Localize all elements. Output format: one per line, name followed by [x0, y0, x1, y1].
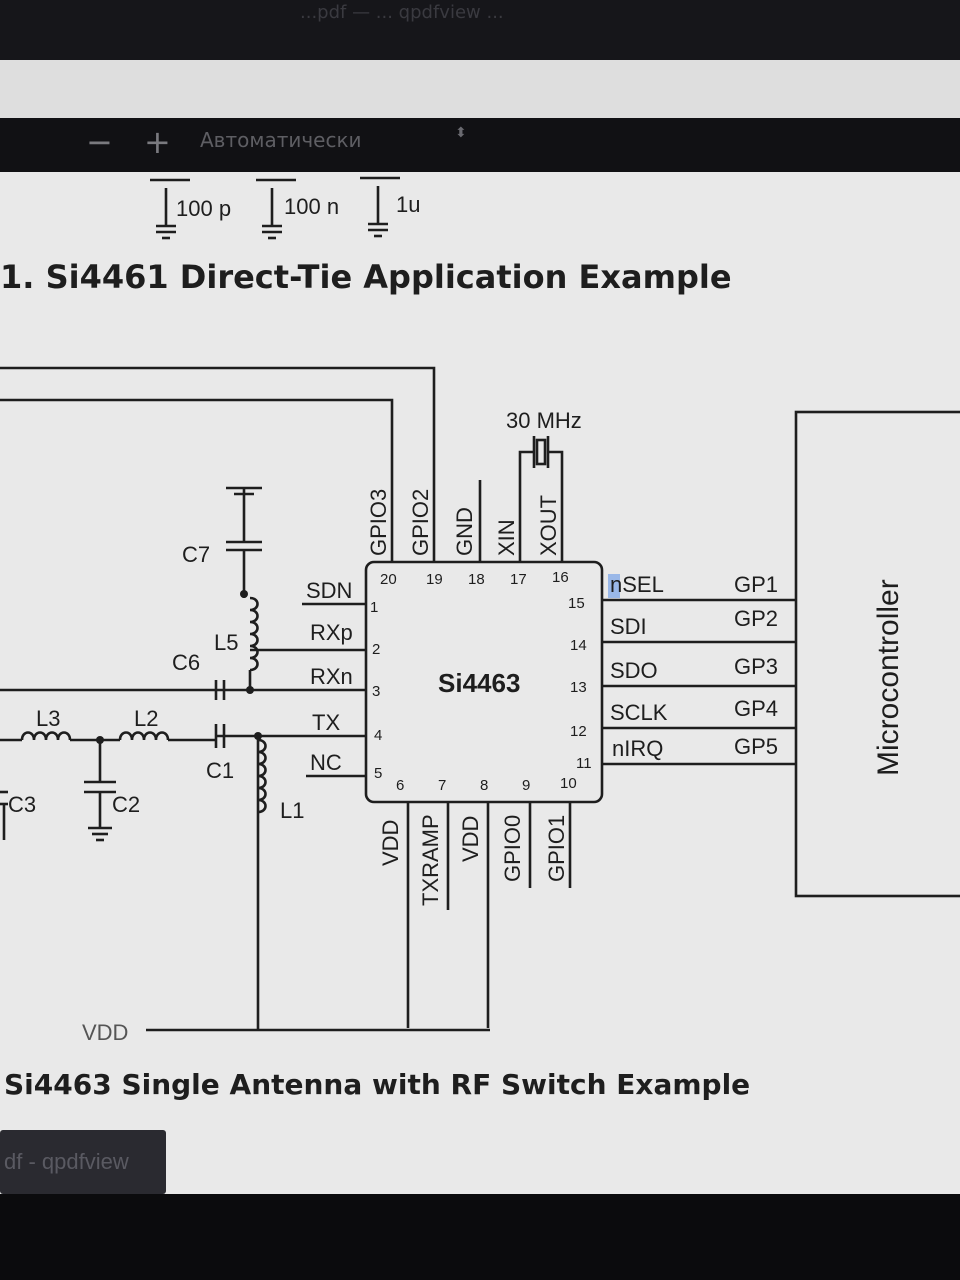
- zoom-mode-select[interactable]: Автоматически: [200, 128, 362, 152]
- pin-num-11: 11: [576, 755, 592, 772]
- label-l1: L1: [280, 798, 304, 823]
- label-c3: C3: [8, 792, 36, 817]
- spin-arrows-icon[interactable]: ⬍: [455, 124, 467, 140]
- pin-num-4: 4: [374, 727, 382, 744]
- pin-name-rxp: RXp: [310, 620, 353, 645]
- schematic-diagram: 100 p 100 n 1u 30 MHz Si4463 SDN RXp RXn…: [0, 176, 960, 1045]
- pin-num-18: 18: [468, 571, 485, 588]
- pin-num-19: 19: [426, 571, 443, 588]
- section-heading-rf-switch: Si4463 Single Antenna with RF Switch Exa…: [4, 1068, 751, 1101]
- mcu-label: Microcontroller: [872, 579, 905, 776]
- vdd-rail-label: VDD: [82, 1020, 128, 1045]
- cap-label-100n: 100 n: [284, 194, 339, 219]
- pin-name-sdn: SDN: [306, 578, 352, 603]
- gp3-label: GP3: [734, 654, 778, 679]
- desktop-background: [0, 1194, 960, 1280]
- pin-num-1: 1: [370, 599, 378, 616]
- pin-num-10: 10: [560, 775, 577, 792]
- pin-num-7: 7: [438, 777, 446, 794]
- crystal-label: 30 MHz: [506, 408, 582, 433]
- text-selection: [608, 574, 620, 598]
- label-c7: C7: [182, 542, 210, 567]
- pin-name-tx: TX: [312, 710, 340, 735]
- pin-name-xout: XOUT: [536, 495, 561, 556]
- pin-name-gpio3: GPIO3: [366, 489, 391, 556]
- pin-name-sclk: SCLK: [610, 700, 668, 725]
- pin-num-5: 5: [374, 765, 382, 782]
- pin-name-nsel: nSEL: [610, 572, 664, 597]
- cap-label-100p: 100 p: [176, 196, 231, 221]
- taskbar-app-button[interactable]: df - qpdfview: [0, 1130, 166, 1194]
- gp5-label: GP5: [734, 734, 778, 759]
- toolbar: [0, 118, 960, 172]
- pin-name-gpio1: GPIO1: [544, 815, 569, 882]
- label-c6: C6: [172, 650, 200, 675]
- pin-name-xin: XIN: [494, 519, 519, 556]
- zoom-out-button[interactable]: −: [86, 123, 113, 161]
- chip-label: Si4463: [438, 668, 520, 698]
- pin-num-16: 16: [552, 569, 569, 586]
- pin-name-gnd: GND: [452, 507, 477, 556]
- pin-num-12: 12: [570, 723, 587, 740]
- label-l3: L3: [36, 706, 60, 731]
- pin-name-nirq: nIRQ: [612, 736, 663, 761]
- pin-num-15: 15: [568, 595, 585, 612]
- label-l5: L5: [214, 630, 238, 655]
- pin-name-sdo: SDO: [610, 658, 658, 683]
- cap-label-1u: 1u: [396, 192, 420, 217]
- pin-name-txramp: TXRAMP: [418, 814, 443, 906]
- pin-num-20: 20: [380, 571, 397, 588]
- window-title: ...pdf — ... qpdfview ...: [300, 2, 504, 23]
- pin-num-3: 3: [372, 683, 380, 700]
- pin-name-sdi: SDI: [610, 614, 647, 639]
- pin-num-2: 2: [372, 641, 380, 658]
- menu-bar[interactable]: [0, 60, 960, 120]
- pdf-page: 100 p 100 n 1u 30 MHz Si4463 SDN RXp RXn…: [0, 172, 960, 1240]
- pin-num-9: 9: [522, 777, 530, 794]
- pin-name-rxn: RXn: [310, 664, 353, 689]
- gp4-label: GP4: [734, 696, 778, 721]
- section-heading-direct-tie: 1. Si4461 Direct-Tie Application Example: [0, 258, 732, 296]
- gp1-label: GP1: [734, 572, 778, 597]
- pin-name-vdd-6: VDD: [378, 820, 403, 866]
- label-c2: C2: [112, 792, 140, 817]
- gp2-label: GP2: [734, 606, 778, 631]
- pin-name-gpio0: GPIO0: [500, 815, 525, 882]
- pin-num-17: 17: [510, 571, 527, 588]
- pin-num-13: 13: [570, 679, 587, 696]
- pin-name-vdd-8: VDD: [458, 816, 483, 862]
- window-title-bar: ...pdf — ... qpdfview ...: [0, 0, 960, 60]
- pin-num-8: 8: [480, 777, 488, 794]
- pin-num-6: 6: [396, 777, 404, 794]
- pin-name-nc: NC: [310, 750, 342, 775]
- zoom-in-button[interactable]: +: [144, 123, 171, 161]
- label-c1: C1: [206, 758, 234, 783]
- pin-name-gpio2: GPIO2: [408, 489, 433, 556]
- label-l2: L2: [134, 706, 158, 731]
- pin-num-14: 14: [570, 637, 587, 654]
